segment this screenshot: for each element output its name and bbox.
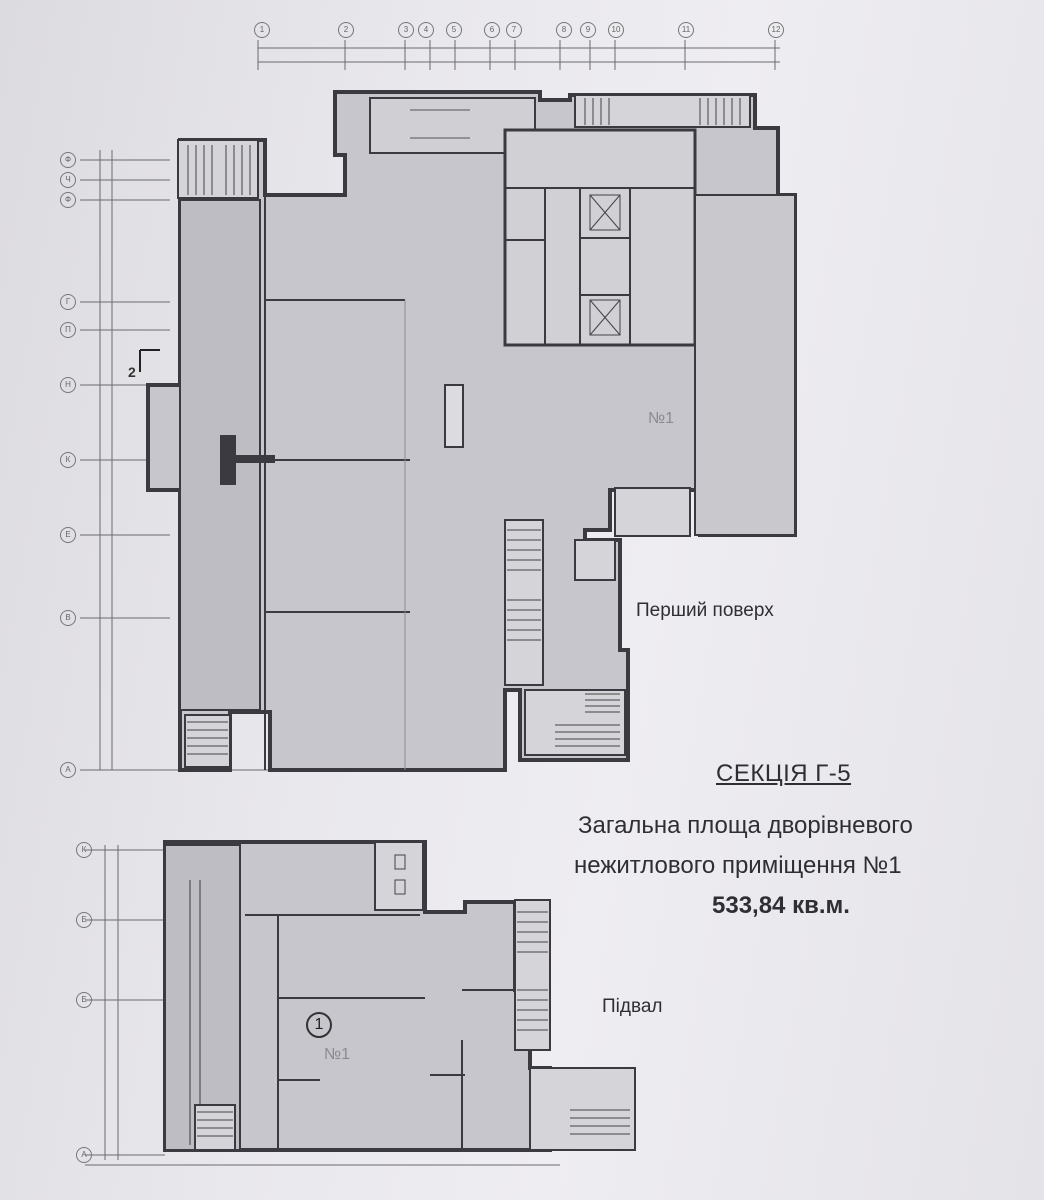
axis-bubble-left: Е [60,527,76,543]
axis-bubble-left: Г [60,294,76,310]
axis-bubble-top: 5 [446,22,462,38]
axis-bubble-left-basement: Е [76,912,92,928]
area-description-line1: Загальна площа дворівневого [578,812,913,839]
top-dimension-line [257,40,780,70]
axis-bubble-top: 1 [254,22,270,38]
axis-bubble-top: 3 [398,22,414,38]
axis-bubble-left-basement: А [76,1147,92,1163]
axis-bubble-left: Н [60,377,76,393]
room-circle-basement: 1 [306,1012,332,1038]
axis-bubble-top: 8 [556,22,572,38]
axis-bubble-top: 9 [580,22,596,38]
axis-bubble-left: П [60,322,76,338]
axis-bubble-left: Ф [60,192,76,208]
room-number-first-floor: №1 [648,410,675,427]
first-floor-plan [139,90,797,772]
basement-plan [85,840,636,1166]
axis-bubble-left: А [60,762,76,778]
area-value: 533,84 кв.м. [712,892,850,919]
axis-bubble-left: Ф [60,152,76,168]
room-number-basement: №1 [324,1046,351,1063]
axis-bubble-top: 6 [484,22,500,38]
axis-bubble-top: 11 [678,22,694,38]
left-dimension-line [80,150,270,771]
axis-bubble-left: В [60,610,76,626]
axis-bubble-top: 2 [338,22,354,38]
axis-bubble-left-basement: К [76,842,92,858]
axis-bubble-top: 4 [418,22,434,38]
axis-bubble-top: 12 [768,22,784,38]
axis-bubble-top: 10 [608,22,624,38]
axis-bubble-left: К [60,452,76,468]
axis-bubble-top: 7 [506,22,522,38]
axis-bubble-left: Ч [60,172,76,188]
section-title: СЕКЦІЯ Г-5 [716,760,852,787]
left-dimension-line-basement [85,845,165,1160]
axis-bubble-left-basement: Е [76,992,92,1008]
area-description-line2: нежитлового приміщення №1 [574,852,902,879]
basement-label: Підвал [602,996,663,1017]
section-mark: 2 [128,364,136,380]
first-floor-label: Перший поверх [636,600,774,621]
